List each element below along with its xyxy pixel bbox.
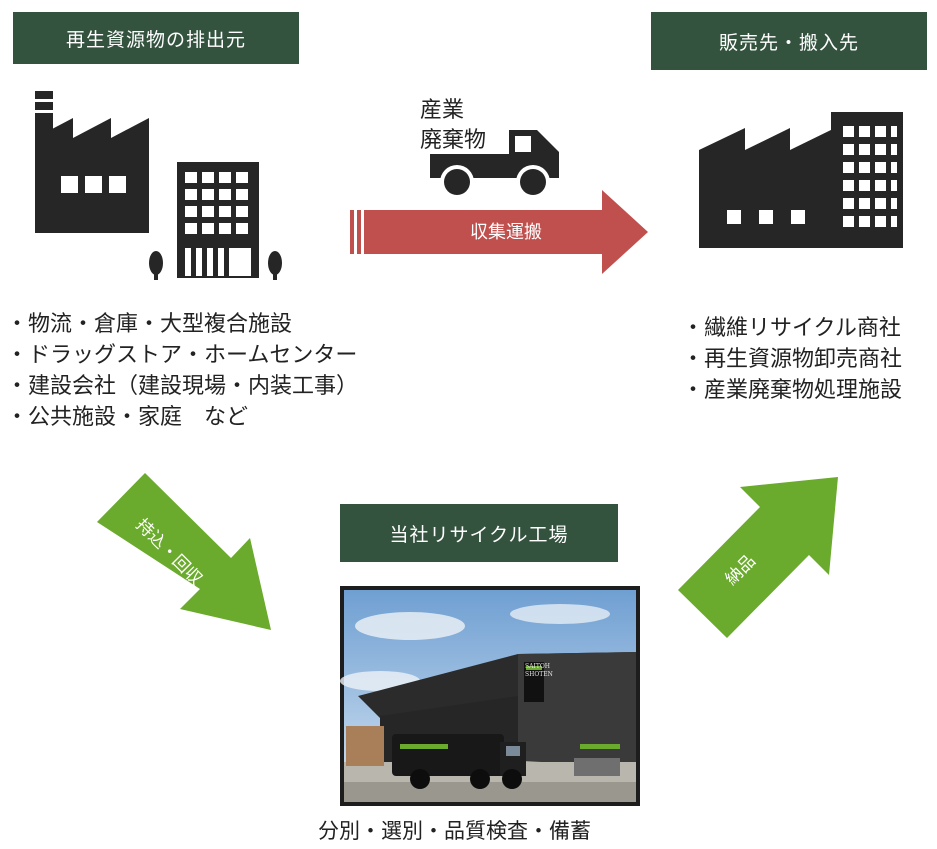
destination-label-box: 販売先・搬入先 bbox=[651, 12, 927, 70]
truck-label-line1: 産業 bbox=[420, 98, 465, 123]
deliver-arrow-shape bbox=[678, 477, 838, 638]
factory-photo bbox=[340, 586, 640, 806]
source-list-item: ・物流・倉庫・大型複合施設 bbox=[6, 312, 293, 337]
photo-sign-line1: SAITOH bbox=[525, 663, 550, 670]
source-list-item: ・公共施設・家庭 など bbox=[6, 405, 249, 430]
factory-caption: 分別・選別・品質検査・備蓄 bbox=[318, 819, 591, 843]
factory-label-box: 当社リサイクル工場 bbox=[340, 504, 618, 562]
source-list-item: ・建設会社（建設現場・内装工事） bbox=[6, 374, 359, 399]
destination-list-item: ・産業廃棄物処理施設 bbox=[682, 378, 903, 403]
destination-label: 販売先・搬入先 bbox=[718, 31, 859, 54]
transport-arrow-shape bbox=[350, 190, 648, 274]
factory-label: 当社リサイクル工場 bbox=[389, 523, 569, 546]
truck-icon bbox=[430, 130, 559, 199]
transport-arrow-label: 収集運搬 bbox=[470, 222, 542, 243]
factory-icon bbox=[699, 112, 903, 248]
destination-list: ・繊維リサイクル商社 ・再生資源物卸売商社 ・産業廃棄物処理施設 bbox=[682, 313, 902, 406]
factory-building-icon bbox=[35, 91, 282, 280]
truck-label: 産業 廃棄物 bbox=[420, 96, 486, 156]
photo-sign-text: SAITOH SHOTEN bbox=[525, 663, 553, 679]
source-label: 再生資源物の排出元 bbox=[65, 28, 246, 51]
collect-arrow-shape bbox=[97, 473, 271, 630]
destination-list-item: ・繊維リサイクル商社 bbox=[682, 316, 901, 341]
truck-label-line2: 廃棄物 bbox=[420, 128, 487, 153]
photo-sign-line2: SHOTEN bbox=[525, 671, 553, 678]
source-list: ・物流・倉庫・大型複合施設 ・ドラッグストア・ホームセンター ・建設会社（建設現… bbox=[6, 309, 358, 433]
source-list-item: ・ドラッグストア・ホームセンター bbox=[6, 343, 358, 368]
destination-list-item: ・再生資源物卸売商社 bbox=[682, 347, 903, 372]
source-label-box: 再生資源物の排出元 bbox=[13, 12, 299, 64]
